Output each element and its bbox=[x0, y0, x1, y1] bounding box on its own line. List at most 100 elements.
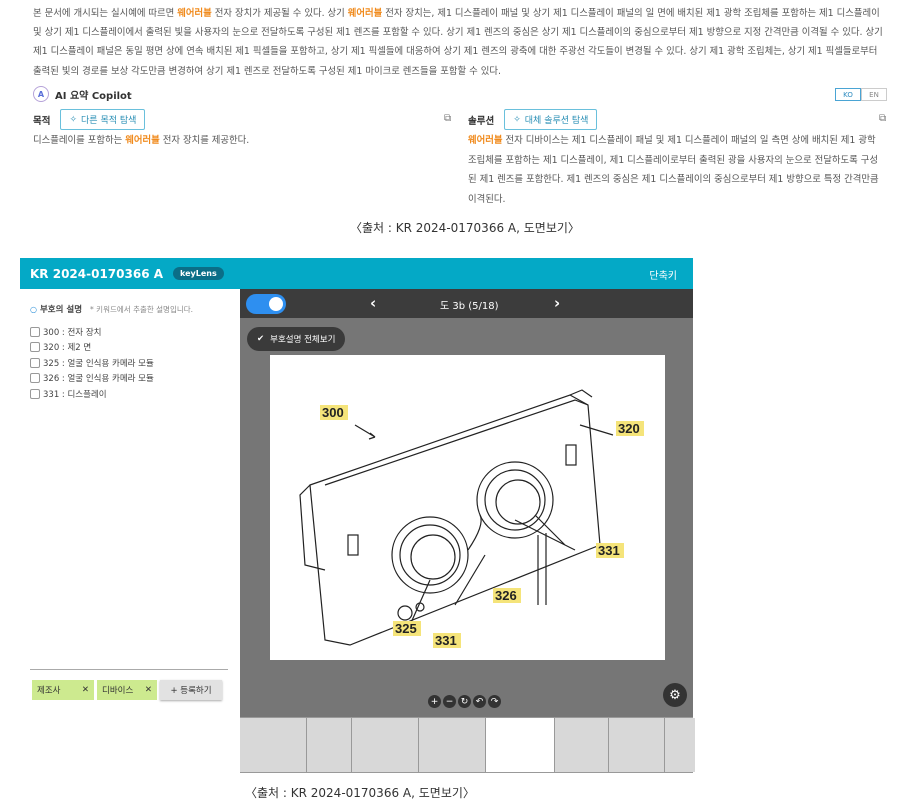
label-highlight bbox=[320, 405, 348, 420]
text: 본 문서에 개시되는 실시예에 따르면 bbox=[33, 8, 178, 19]
reference-label[interactable]: 326 bbox=[495, 588, 517, 603]
reset-button[interactable]: ↻ bbox=[458, 695, 471, 708]
settings-gear-icon[interactable]: ⚙ bbox=[663, 683, 687, 707]
drawing-viewer: KR 2024-0170366 A keyLens 단축키 ○ 부호의 설명 *… bbox=[20, 258, 695, 773]
device-drawing: 300 320 331 326 331 325 bbox=[299, 389, 644, 648]
page-indicator: 도 3b (5/18) bbox=[440, 301, 499, 312]
reference-label[interactable]: 325 bbox=[395, 621, 417, 636]
thumbnail[interactable] bbox=[419, 718, 485, 772]
copilot-logo-icon: A bbox=[33, 86, 49, 102]
solution-header: 솔루션 ✧대체 솔루션 탐색 bbox=[468, 109, 598, 130]
thumbnail[interactable] bbox=[352, 718, 418, 772]
zoom-out-button[interactable]: − bbox=[443, 695, 456, 708]
purpose-header: 목적 ✧다른 목적 탐색 bbox=[33, 109, 146, 130]
copilot-header: A AI 요약 Copilot bbox=[33, 86, 132, 102]
keyword: 웨어러블 bbox=[347, 8, 383, 19]
explore-purpose-button[interactable]: ✧다른 목적 탐색 bbox=[60, 109, 146, 130]
reference-label[interactable]: 300 bbox=[322, 405, 344, 420]
checkbox[interactable] bbox=[30, 342, 40, 353]
caption-1: 〈출처 : KR 2024-0170366 A, 도면보기〉 bbox=[350, 221, 580, 235]
checkbox[interactable] bbox=[30, 373, 40, 384]
text: 전자 장치는, 제1 디스플레이 패널 및 상기 제1 디스플레이 패널의 일 … bbox=[33, 8, 883, 77]
remove-tag-icon[interactable]: ✕ bbox=[144, 685, 152, 695]
sparkle-icon: ✧ bbox=[513, 114, 521, 125]
viewer-toolbar: ‹ 도 3b (5/18) › bbox=[240, 289, 693, 318]
copilot-title: AI 요약 Copilot bbox=[55, 90, 132, 102]
purpose-label: 목적 bbox=[33, 115, 51, 127]
keyword: 웨어러블 bbox=[177, 8, 212, 19]
legend-item[interactable]: 326 : 얼굴 인식용 카메라 모듈 bbox=[30, 371, 154, 387]
copy-icon[interactable]: ⧉ bbox=[879, 113, 887, 124]
label-highlight bbox=[493, 588, 521, 603]
patent-drawing: 300 320 331 326 331 325 bbox=[270, 355, 665, 660]
label-highlight bbox=[616, 421, 644, 436]
reference-label[interactable]: 320 bbox=[618, 421, 640, 436]
legend-item[interactable]: 300 : 전자 장치 bbox=[30, 324, 154, 340]
zoom-in-button[interactable]: + bbox=[428, 695, 441, 708]
reference-label[interactable]: 331 bbox=[435, 633, 457, 648]
lang-en[interactable]: EN bbox=[861, 88, 887, 101]
register-tag-button[interactable]: + 등록하기 bbox=[160, 680, 222, 700]
text: 전자 장치를 제공한다. bbox=[159, 135, 250, 146]
keylens-badge[interactable]: keyLens bbox=[173, 267, 224, 280]
legend-item-label: 331 : 디스플레이 bbox=[43, 389, 107, 400]
drawing-area: ‹ 도 3b (5/18) › ✔ 부호설명 전체보기 bbox=[240, 289, 695, 773]
button-label: 다른 목적 탐색 bbox=[81, 116, 137, 126]
tag-manufacturer: 제조사 ✕ bbox=[32, 680, 94, 700]
sparkle-icon: ✧ bbox=[69, 114, 78, 125]
rotate-left-button[interactable]: ↶ bbox=[473, 695, 486, 708]
summary-paragraph: 본 문서에 개시되는 실시예에 따르면 웨어러블 전자 장치가 제공될 수 있다… bbox=[33, 4, 888, 81]
checkbox[interactable] bbox=[30, 388, 40, 399]
rotate-right-button[interactable]: ↷ bbox=[488, 695, 501, 708]
next-page-button[interactable]: › bbox=[554, 294, 561, 312]
legend-title: 부호의 설명 bbox=[39, 305, 83, 315]
label-highlight bbox=[433, 633, 461, 648]
legend-item-label: 300 : 전자 장치 bbox=[43, 327, 102, 338]
legend-item[interactable]: 320 : 제2 면 bbox=[30, 340, 154, 356]
thumbnail[interactable] bbox=[240, 718, 306, 772]
thumbnail[interactable] bbox=[307, 718, 351, 772]
solution-label: 솔루션 bbox=[468, 115, 495, 127]
thumbnail[interactable] bbox=[555, 718, 608, 772]
bullet-icon: ○ bbox=[30, 304, 37, 314]
explore-solution-button[interactable]: ✧대체 솔루션 탐색 bbox=[504, 109, 598, 130]
show-all-legend-button[interactable]: ✔ 부호설명 전체보기 bbox=[247, 327, 346, 351]
reference-label[interactable]: 331 bbox=[598, 543, 620, 558]
button-label: 부호설명 전체보기 bbox=[270, 335, 336, 345]
checkbox[interactable] bbox=[30, 357, 40, 368]
thumbnail-strip[interactable] bbox=[240, 717, 695, 773]
divider bbox=[30, 669, 228, 670]
lang-ko[interactable]: KO bbox=[835, 88, 861, 101]
checkbox[interactable] bbox=[30, 326, 40, 337]
patent-number: KR 2024-0170366 A bbox=[30, 266, 164, 281]
tag-label: 제조사 bbox=[37, 686, 61, 696]
label-highlight bbox=[393, 621, 421, 636]
caption-2: 〈출처 : KR 2024-0170366 A, 도면보기〉 bbox=[245, 786, 475, 800]
legend-item[interactable]: 331 : 디스플레이 bbox=[30, 386, 154, 402]
keyword: 웨어러블 bbox=[468, 135, 503, 146]
thumbnail[interactable] bbox=[609, 718, 664, 772]
text: 디스플레이를 포함하는 bbox=[33, 135, 126, 146]
shortcut-link[interactable]: 단축키 bbox=[649, 271, 677, 282]
language-toggle[interactable]: KO EN bbox=[835, 88, 887, 101]
legend-item[interactable]: 325 : 얼굴 인식용 카메라 모듈 bbox=[30, 355, 154, 371]
check-icon: ✔ bbox=[257, 334, 265, 344]
legend-note: * 키워드에서 추출한 설명입니다. bbox=[90, 304, 194, 314]
thumbnail[interactable] bbox=[665, 718, 695, 772]
prev-page-button[interactable]: ‹ bbox=[370, 294, 377, 312]
keyword: 웨어러블 bbox=[125, 135, 160, 146]
remove-tag-icon[interactable]: ✕ bbox=[81, 685, 89, 695]
legend-item-label: 320 : 제2 면 bbox=[43, 343, 92, 354]
copy-icon[interactable]: ⧉ bbox=[444, 113, 452, 124]
zoom-controls: +−↻↶↷ bbox=[428, 695, 501, 708]
label-highlight bbox=[596, 543, 624, 558]
legend-toggle[interactable] bbox=[246, 294, 286, 314]
thumbnail-selected[interactable] bbox=[486, 718, 554, 772]
text: 전자 디바이스는 제1 디스플레이 패널 및 제1 디스플레이 패널의 일 측면… bbox=[468, 135, 879, 205]
tag-device: 디바이스 ✕ bbox=[97, 680, 157, 700]
viewer-header: KR 2024-0170366 A keyLens 단축키 bbox=[20, 258, 693, 289]
tag-label: 디바이스 bbox=[102, 686, 134, 696]
button-label: 대체 솔루션 탐색 bbox=[524, 116, 589, 126]
